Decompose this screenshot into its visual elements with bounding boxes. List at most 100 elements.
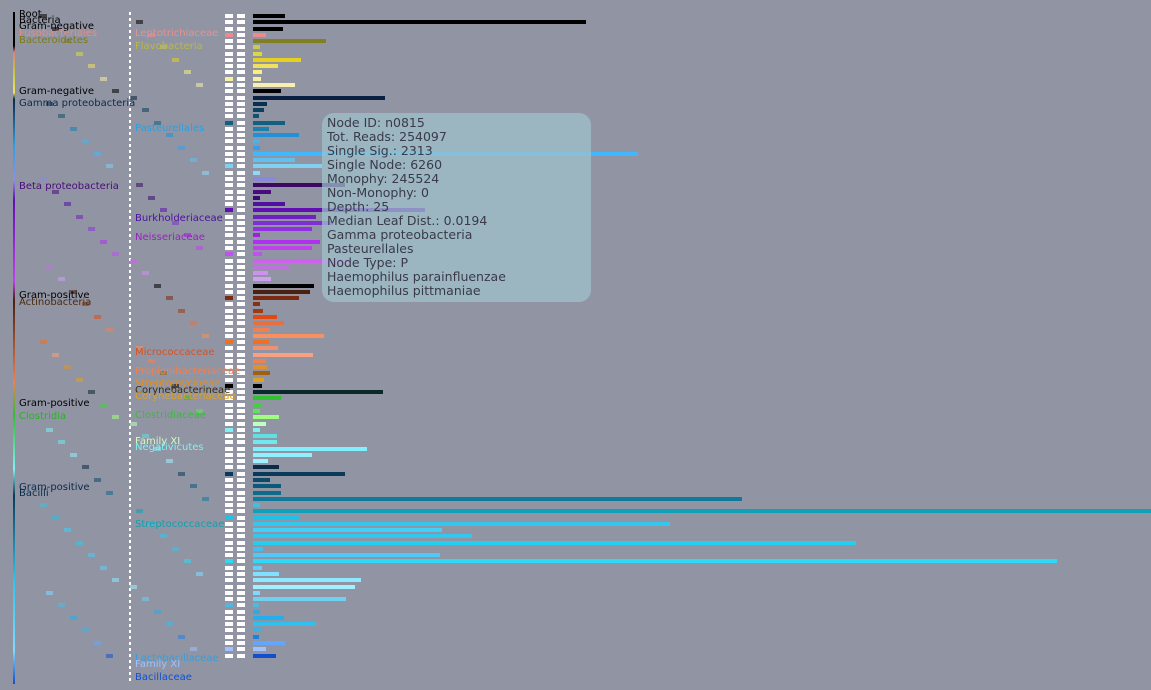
- row-marker-a[interactable]: [225, 628, 233, 632]
- row-marker-b[interactable]: [237, 296, 245, 300]
- read-count-bar[interactable]: [253, 578, 361, 582]
- read-count-bar[interactable]: [253, 114, 259, 118]
- read-count-bar[interactable]: [253, 497, 742, 501]
- read-count-bar[interactable]: [253, 102, 267, 106]
- read-count-bar[interactable]: [253, 309, 263, 313]
- row-marker-a[interactable]: [225, 259, 233, 263]
- row-marker-b[interactable]: [237, 265, 245, 269]
- row-marker-b[interactable]: [237, 121, 245, 125]
- read-count-bar[interactable]: [253, 177, 276, 181]
- row-marker-b[interactable]: [237, 478, 245, 482]
- read-count-bar[interactable]: [253, 183, 345, 187]
- read-count-bar[interactable]: [253, 472, 345, 476]
- row-marker-a[interactable]: [225, 114, 233, 118]
- read-count-bar[interactable]: [253, 39, 326, 43]
- read-count-bar[interactable]: [253, 139, 260, 143]
- row-marker-a[interactable]: [225, 296, 233, 300]
- read-count-bar[interactable]: [253, 89, 281, 93]
- row-marker-a[interactable]: [225, 221, 233, 225]
- row-marker-b[interactable]: [237, 252, 245, 256]
- row-marker-b[interactable]: [237, 585, 245, 589]
- row-marker-b[interactable]: [237, 58, 245, 62]
- row-marker-b[interactable]: [237, 359, 245, 363]
- row-marker-a[interactable]: [225, 528, 233, 532]
- row-marker-a[interactable]: [225, 491, 233, 495]
- row-marker-a[interactable]: [225, 566, 233, 570]
- row-marker-a[interactable]: [225, 578, 233, 582]
- tree-label[interactable]: Beta proteobacteria: [19, 181, 119, 192]
- row-marker-b[interactable]: [237, 196, 245, 200]
- read-count-bar[interactable]: [253, 447, 367, 451]
- row-marker-a[interactable]: [225, 403, 233, 407]
- row-marker-b[interactable]: [237, 227, 245, 231]
- tree-label[interactable]: Root: [19, 9, 42, 20]
- row-marker-b[interactable]: [237, 208, 245, 212]
- family-label[interactable]: Streptococcaceae: [135, 519, 225, 530]
- tree-label[interactable]: Gamma proteobacteria: [19, 98, 136, 109]
- row-marker-a[interactable]: [225, 597, 233, 601]
- row-marker-b[interactable]: [237, 240, 245, 244]
- row-marker-a[interactable]: [225, 321, 233, 325]
- row-marker-a[interactable]: [225, 559, 233, 563]
- row-marker-b[interactable]: [237, 146, 245, 150]
- row-marker-b[interactable]: [237, 133, 245, 137]
- row-marker-a[interactable]: [225, 610, 233, 614]
- row-marker-b[interactable]: [237, 277, 245, 281]
- read-count-bar[interactable]: [253, 628, 262, 632]
- read-count-bar[interactable]: [253, 403, 261, 407]
- row-marker-b[interactable]: [237, 654, 245, 658]
- family-label[interactable]: Lactobacillaceae: [135, 653, 219, 664]
- row-marker-a[interactable]: [225, 89, 233, 93]
- row-marker-a[interactable]: [225, 585, 233, 589]
- read-count-bar[interactable]: [253, 572, 279, 576]
- read-count-bar[interactable]: [253, 641, 285, 645]
- row-marker-b[interactable]: [237, 453, 245, 457]
- row-marker-b[interactable]: [237, 271, 245, 275]
- read-count-bar[interactable]: [253, 321, 284, 325]
- read-count-bar[interactable]: [253, 616, 284, 620]
- read-count-bar[interactable]: [253, 547, 263, 551]
- row-marker-a[interactable]: [225, 522, 233, 526]
- row-marker-b[interactable]: [237, 553, 245, 557]
- read-count-bar[interactable]: [253, 509, 1151, 513]
- row-marker-a[interactable]: [225, 83, 233, 87]
- read-count-bar[interactable]: [253, 340, 269, 344]
- row-marker-a[interactable]: [225, 553, 233, 557]
- row-marker-b[interactable]: [237, 70, 245, 74]
- read-count-bar[interactable]: [253, 296, 299, 300]
- row-marker-b[interactable]: [237, 641, 245, 645]
- family-label[interactable]: Clostridiaceae: [135, 410, 207, 421]
- read-count-bar[interactable]: [253, 77, 261, 81]
- row-marker-b[interactable]: [237, 415, 245, 419]
- read-count-bar[interactable]: [253, 284, 314, 288]
- row-marker-b[interactable]: [237, 591, 245, 595]
- row-marker-b[interactable]: [237, 566, 245, 570]
- row-marker-a[interactable]: [225, 77, 233, 81]
- row-marker-b[interactable]: [237, 102, 245, 106]
- read-count-bar[interactable]: [253, 503, 260, 507]
- row-marker-a[interactable]: [225, 177, 233, 181]
- row-marker-b[interactable]: [237, 346, 245, 350]
- row-marker-a[interactable]: [225, 146, 233, 150]
- row-marker-b[interactable]: [237, 52, 245, 56]
- row-marker-a[interactable]: [225, 603, 233, 607]
- tree-label[interactable]: Clostridia: [19, 411, 67, 422]
- read-count-bar[interactable]: [253, 415, 279, 419]
- row-marker-a[interactable]: [225, 158, 233, 162]
- read-count-bar[interactable]: [253, 491, 281, 495]
- row-marker-a[interactable]: [225, 208, 233, 212]
- read-count-bar[interactable]: [253, 566, 262, 570]
- row-marker-b[interactable]: [237, 96, 245, 100]
- row-marker-b[interactable]: [237, 114, 245, 118]
- row-marker-a[interactable]: [225, 359, 233, 363]
- tree-label[interactable]: Gram-positive: [19, 482, 90, 493]
- row-marker-b[interactable]: [237, 215, 245, 219]
- read-count-bar[interactable]: [253, 121, 285, 125]
- row-marker-a[interactable]: [225, 484, 233, 488]
- read-count-bar[interactable]: [253, 334, 324, 338]
- row-marker-b[interactable]: [237, 472, 245, 476]
- read-count-bar[interactable]: [253, 422, 266, 426]
- read-count-bar[interactable]: [253, 378, 264, 382]
- row-marker-a[interactable]: [225, 422, 233, 426]
- row-marker-b[interactable]: [237, 127, 245, 131]
